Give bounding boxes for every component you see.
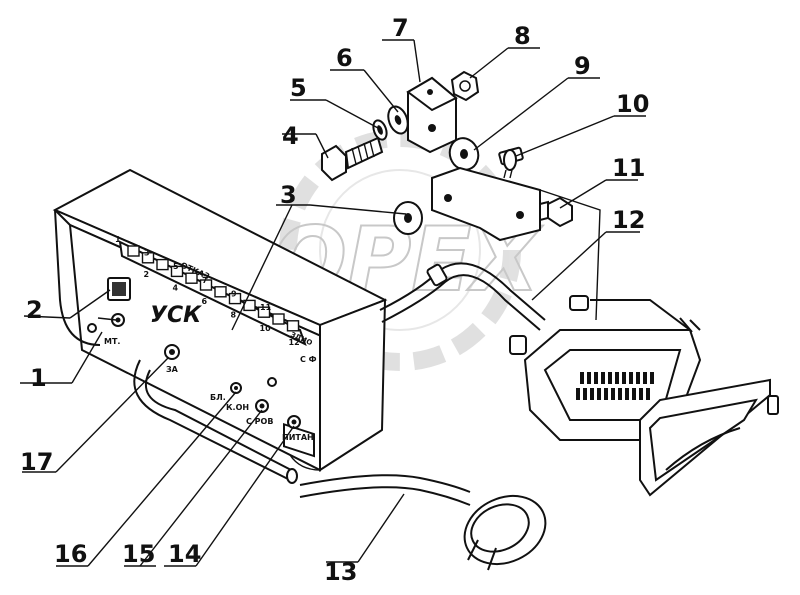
bolt-4-icon xyxy=(321,136,384,182)
callout-15: 15 xyxy=(122,540,155,568)
callout-4: 4 xyxy=(282,122,299,150)
connector-pin xyxy=(594,372,598,384)
callout-6: 6 xyxy=(336,44,353,72)
watermark-gear-icon xyxy=(279,129,521,371)
connector-pin xyxy=(625,388,629,400)
callout-2: 2 xyxy=(26,296,43,324)
callout-17: 17 xyxy=(20,448,53,476)
callout-numbers: 1 2 3 4 5 6 7 8 9 10 11 12 13 14 15 16 1… xyxy=(20,14,649,586)
tag-cov: С РОВ xyxy=(246,417,273,426)
window-number: 7 xyxy=(202,276,208,285)
connector-pin xyxy=(622,372,626,384)
connector-pin xyxy=(583,388,587,400)
screw-10-icon xyxy=(498,146,524,179)
power-plug-icon xyxy=(299,474,547,571)
connector-pin xyxy=(580,372,584,384)
window-number: 11 xyxy=(260,303,272,312)
window-number: 12 xyxy=(289,338,300,347)
connector-pin xyxy=(597,388,601,400)
connector-pin xyxy=(632,388,636,400)
indicator-window xyxy=(199,279,213,291)
indicator-window xyxy=(286,320,300,332)
connector-pin xyxy=(646,388,650,400)
washer-3-icon xyxy=(393,201,423,235)
indicator-window xyxy=(214,286,227,298)
bolt-11-icon xyxy=(539,196,573,228)
callout-9: 9 xyxy=(574,52,591,80)
connector-pin xyxy=(629,372,633,384)
callout-10: 10 xyxy=(616,90,649,118)
window-number: 9 xyxy=(231,289,237,298)
indicator-window xyxy=(156,258,169,271)
spring-washer-5-icon xyxy=(372,119,388,141)
window-number: 6 xyxy=(202,297,208,306)
indicator-window xyxy=(127,245,140,257)
callout-12: 12 xyxy=(612,206,645,234)
connector-cover-icon xyxy=(639,378,779,497)
window-number: 8 xyxy=(231,311,237,320)
rear-cable xyxy=(379,262,546,331)
hex-nut-8-icon xyxy=(450,70,480,102)
connector-pin xyxy=(608,372,612,384)
connector-pin xyxy=(601,372,605,384)
callout-8: 8 xyxy=(514,22,531,50)
connector-pin xyxy=(604,388,608,400)
window-number: 2 xyxy=(144,270,150,279)
toggle-switch-mt xyxy=(87,313,125,333)
toggle-switch-14 xyxy=(287,415,301,429)
mounting-plate-icon xyxy=(431,166,601,321)
indicator-window xyxy=(185,272,198,284)
tag-mt: МТ. xyxy=(104,337,120,346)
washer-9-icon xyxy=(448,137,480,171)
toggle-switch-16 xyxy=(230,382,242,394)
tag-za: ЗА xyxy=(166,365,179,374)
connector-pin xyxy=(611,388,615,400)
connector-pin xyxy=(636,372,640,384)
window-number: 1 xyxy=(115,235,121,244)
indicator-window xyxy=(257,306,271,318)
toggle-switch-15 xyxy=(255,377,277,413)
connector-pin xyxy=(576,388,580,400)
connector-pin xyxy=(639,388,643,400)
indicator-window xyxy=(170,265,184,278)
connector-pin xyxy=(587,372,591,384)
callout-11: 11 xyxy=(612,154,645,182)
tag-cp: С Ф xyxy=(300,355,317,364)
window-number: 5 xyxy=(173,262,179,271)
square-switch xyxy=(107,277,131,301)
callout-13: 13 xyxy=(324,558,357,586)
connector-pin xyxy=(615,372,619,384)
callout-14: 14 xyxy=(168,540,201,568)
callout-5: 5 xyxy=(290,74,307,102)
indicator-window-row xyxy=(118,240,307,346)
indicator-window xyxy=(228,292,242,305)
window-number: 10 xyxy=(260,324,272,333)
connector-pin xyxy=(618,388,622,400)
window-number: 4 xyxy=(173,283,179,292)
right-window-block xyxy=(283,422,315,458)
window-number: 3 xyxy=(144,249,150,258)
callout-1: 1 xyxy=(30,364,47,392)
connector-pin xyxy=(650,372,654,384)
callout-3: 3 xyxy=(280,181,297,209)
connector-pin xyxy=(643,372,647,384)
callout-16: 16 xyxy=(54,540,87,568)
indicator-window xyxy=(141,252,155,264)
callout-7: 7 xyxy=(392,14,409,42)
tag-pitan: ПИТАН xyxy=(282,433,314,442)
callout-leaders xyxy=(20,39,646,567)
tag-kon: К.ОН xyxy=(226,403,249,412)
device-brand: УСК xyxy=(150,303,202,328)
indicator-window xyxy=(272,313,285,325)
lower-cable xyxy=(133,359,298,484)
connector-pin xyxy=(590,388,594,400)
indicator-lamp xyxy=(164,344,180,360)
tag-bl: БЛ. xyxy=(210,393,226,402)
angle-bracket-7-icon xyxy=(406,76,458,154)
